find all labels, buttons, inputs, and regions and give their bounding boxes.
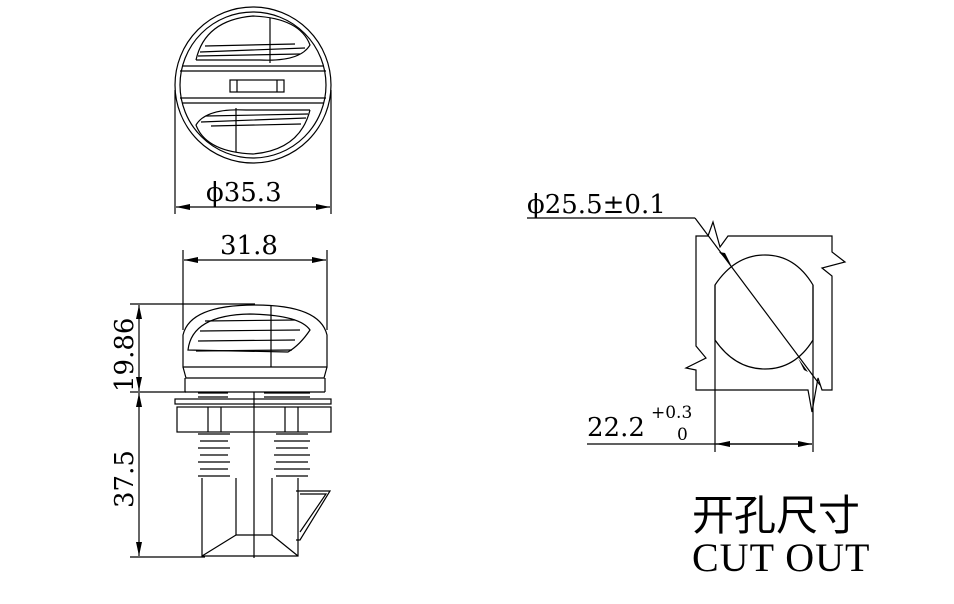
flat-tolerance-lower: 0 [677, 425, 688, 445]
cutout-view [684, 220, 847, 452]
diameter-35-3-label: ϕ35.3 [206, 178, 282, 208]
cutout-dimensions: ϕ25.5±0.1 22.2 +0.3 0 [527, 190, 821, 447]
cutout-diameter-label: ϕ25.5±0.1 [527, 190, 666, 220]
cutout-title-chinese: 开孔尺寸 [692, 494, 861, 540]
body-height-37-5-label: 37.5 [110, 450, 140, 508]
flat-tolerance-upper: +0.3 [651, 403, 692, 423]
head-height-19-86-label: 19.86 [110, 318, 140, 392]
cutout-title-english: CUT OUT [692, 535, 871, 580]
side-view-dimensions: 31.8 19.86 37.5 [110, 231, 326, 556]
width-31-8-label: 31.8 [220, 231, 278, 261]
flat-width-label: 22.2 [587, 413, 645, 443]
top-view [174, 6, 332, 214]
side-view [130, 250, 332, 558]
top-view-diameter-dimension: ϕ35.3 [176, 178, 330, 210]
